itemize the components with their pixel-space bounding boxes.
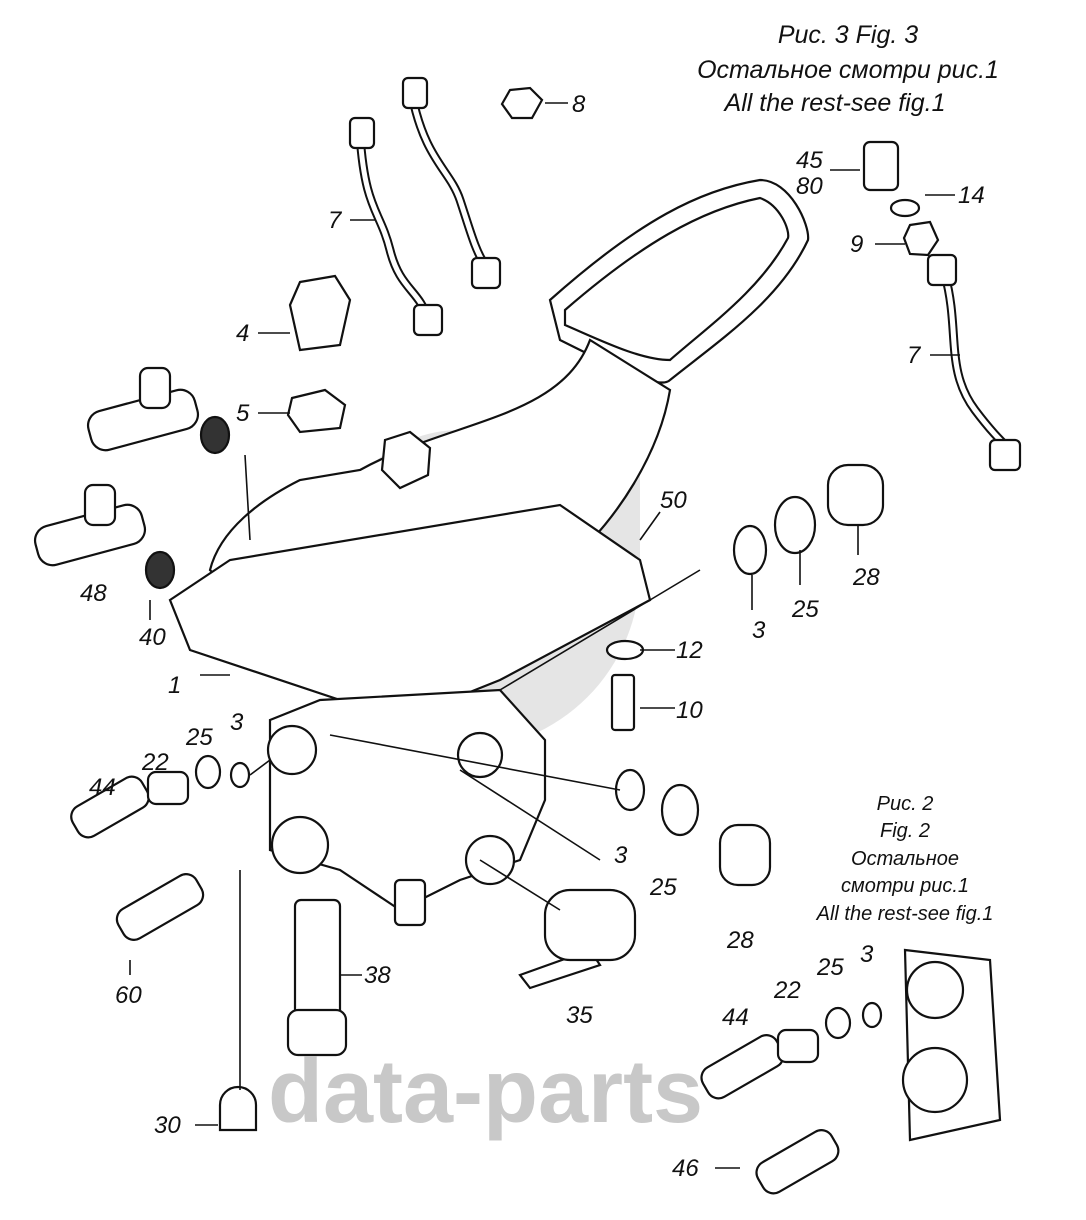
fig3-caption-line: All the rest-see fig.1	[723, 89, 946, 117]
washer-14	[889, 198, 921, 218]
callout-label: 14	[958, 182, 985, 209]
callout-label: 25	[791, 596, 819, 623]
bolt-10	[610, 673, 636, 732]
fig2-caption-line: Рис. 2	[877, 793, 934, 815]
callout-label: 3	[230, 709, 244, 736]
fig3-caption-line: Остальное смотри рис.1	[697, 56, 999, 84]
nut-22	[146, 770, 190, 806]
callout-label: 12	[676, 637, 703, 664]
callout-label: 44	[89, 774, 116, 801]
sensor-38	[293, 898, 342, 1022]
fig3-caption-line: Рис. 3 Fig. 3	[778, 21, 918, 49]
washer-3c	[229, 761, 251, 789]
fig2-caption-line: All the rest-see fig.1	[816, 903, 994, 925]
callout-label: 4	[236, 320, 249, 347]
watermark-text: data-parts	[268, 1042, 703, 1142]
nut-8	[500, 86, 544, 120]
fitting-44	[70, 775, 150, 839]
leader-lines	[129, 102, 960, 1169]
tee-fitting-upper	[86, 366, 231, 455]
callouts: 8 7 4 5 45 80 14 9 7 50 28 25 3 48 40 1 …	[80, 91, 985, 1182]
fig2-caption-line: смотри рис.1	[841, 875, 969, 897]
callout-label: 80	[796, 173, 823, 200]
callout-label: 44	[722, 1004, 749, 1031]
callout-label: 28	[726, 927, 754, 954]
callout-label: 22	[141, 749, 169, 776]
callout-label: 30	[154, 1112, 181, 1139]
cap-4	[288, 274, 352, 352]
callout-label: 25	[185, 724, 213, 751]
fig2-caption: Рис. 2 Fig. 2 Остальное смотри рис.1 All…	[816, 793, 994, 925]
callout-label: 46	[672, 1155, 699, 1182]
callout-label: 35	[566, 1002, 593, 1029]
washer-12	[605, 639, 645, 661]
fig2-valve-fragment	[700, 948, 1002, 1195]
callout-label: 60	[115, 982, 142, 1009]
washer-3	[732, 524, 768, 576]
nut-9	[902, 220, 940, 257]
callout-label: 7	[907, 342, 922, 369]
washer-3b	[614, 768, 646, 812]
callout-label: 28	[852, 564, 880, 591]
brake-tube-right	[926, 253, 1022, 472]
callout-label: 5	[236, 400, 250, 427]
callout-label: 45	[796, 147, 823, 174]
callout-label: 10	[676, 697, 703, 724]
callout-label: 48	[80, 580, 107, 607]
callout-label: 25	[649, 874, 677, 901]
fig2-caption-line: Fig. 2	[880, 820, 930, 842]
cap-30	[218, 1085, 258, 1132]
fitting-45	[862, 140, 900, 192]
plug-28	[826, 463, 885, 527]
callout-label: 22	[773, 977, 801, 1004]
callout-label: 38	[364, 962, 391, 989]
tee-fitting-48	[33, 483, 176, 590]
fig3-caption: Рис. 3 Fig. 3 Остальное смотри рис.1 All…	[697, 21, 999, 117]
callout-label: 1	[168, 672, 181, 699]
callout-label: 7	[328, 207, 343, 234]
washer-25b	[660, 783, 700, 837]
brake-tube-left	[348, 76, 502, 337]
fig2-caption-line: Остальное	[851, 848, 959, 870]
plug-28b	[718, 823, 772, 887]
callout-label: 8	[572, 91, 586, 118]
callout-label: 3	[614, 842, 628, 869]
washer-25c	[194, 754, 222, 790]
nut-5	[286, 388, 347, 434]
callout-label: 40	[139, 624, 166, 651]
callout-label: 50	[660, 487, 687, 514]
callout-label: 3	[860, 941, 874, 968]
callout-label: 9	[850, 231, 863, 258]
washer-25	[773, 495, 817, 555]
brake-valve-body	[266, 688, 547, 927]
callout-label: 25	[816, 954, 844, 981]
fitting-60	[115, 873, 205, 941]
callout-label: 3	[752, 617, 766, 644]
